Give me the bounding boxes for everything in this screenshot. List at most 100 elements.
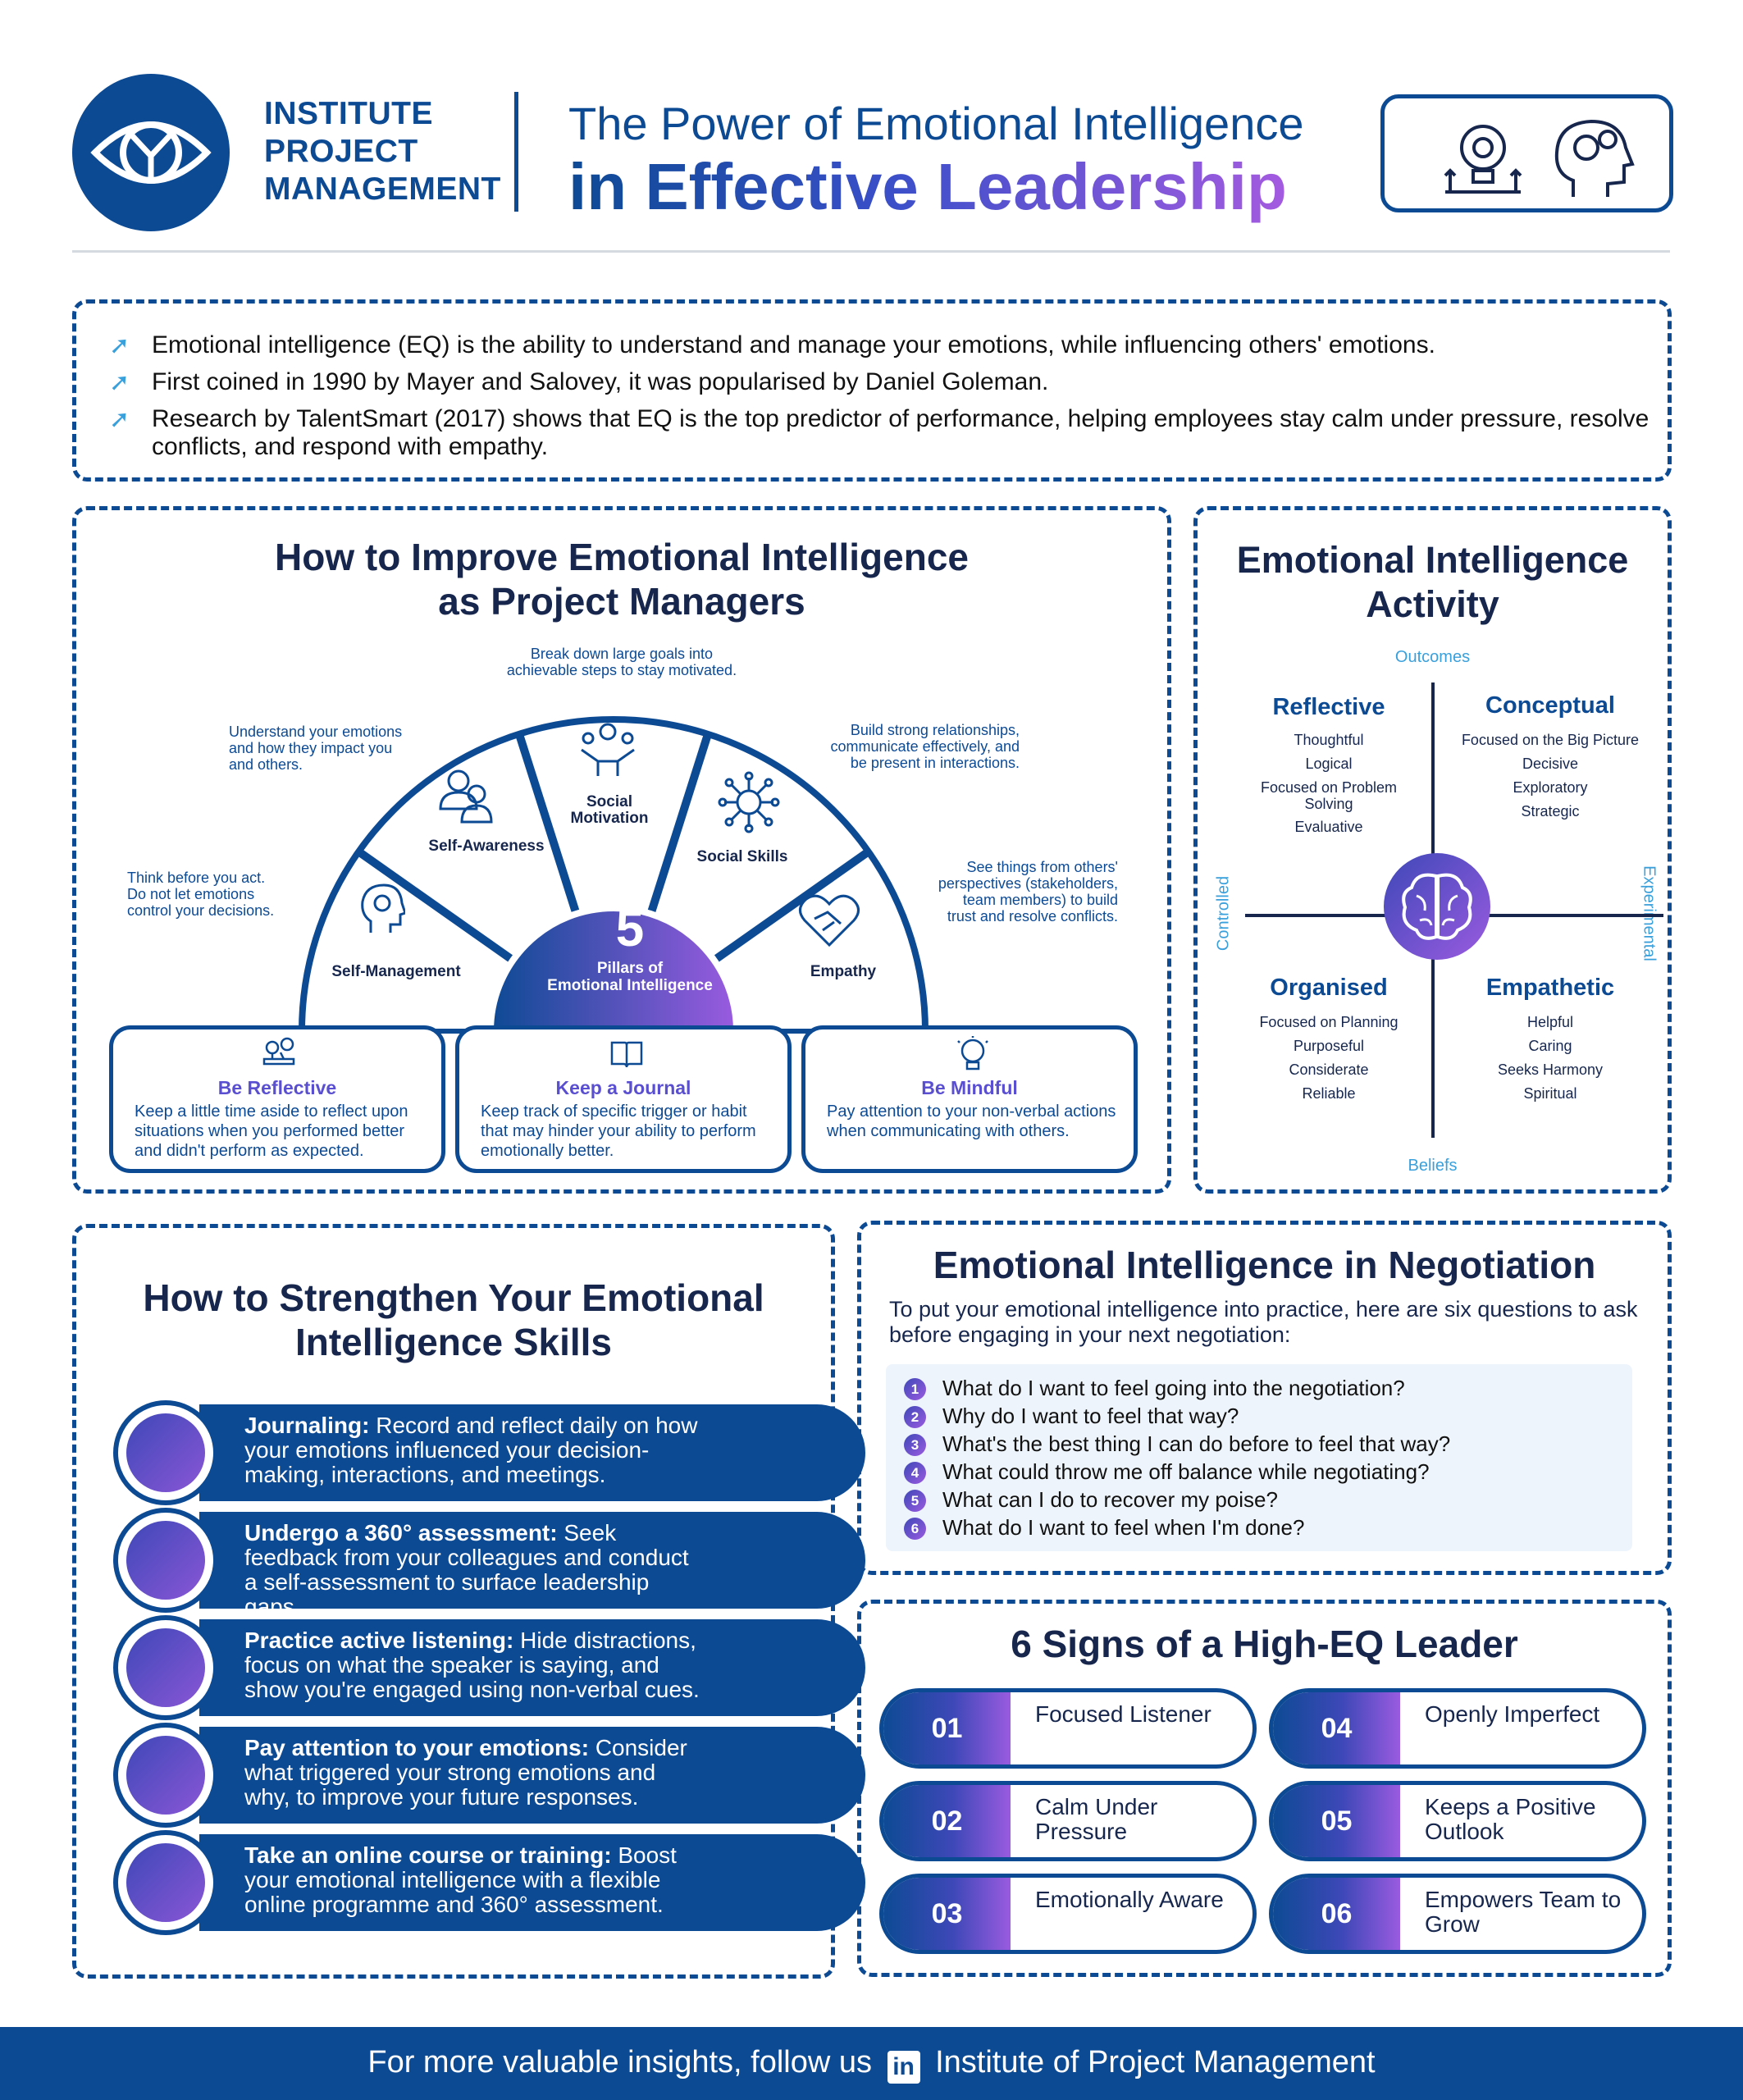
- note-social-skills: Build strong relationships, communicate …: [798, 722, 1020, 771]
- quadrant-list: Focused on Planning Purposeful Considera…: [1239, 1011, 1419, 1106]
- quadrant-title: Reflective: [1272, 694, 1385, 720]
- footer-link[interactable]: Institute of Project Management: [935, 2045, 1376, 2079]
- skill-emotions: [199, 1727, 865, 1824]
- skill-head: Practice active listening:: [244, 1628, 514, 1653]
- skill-head: Pay attention to your emotions:: [244, 1735, 590, 1760]
- tip-title: Be Reflective: [217, 1077, 337, 1098]
- header-divider: [514, 92, 518, 212]
- reflection-icon: [262, 1037, 295, 1066]
- negotiation-intro: To put your emotional intelligence into …: [889, 1297, 1638, 1347]
- skill-icon-frame: [113, 1723, 218, 1828]
- signs-section: 6 Signs of a High-EQ Leader: [857, 1600, 1672, 1977]
- arrow-icon: ➚: [109, 332, 130, 359]
- title-line: Intelligence Skills: [294, 1321, 613, 1363]
- note-line: Understand your emotions: [229, 724, 403, 740]
- note-line: Think before you act.: [127, 870, 266, 886]
- strengthen-title: How to Strengthen Your Emotional Intelli…: [76, 1276, 831, 1364]
- tip-desc: Keep track of specific trigger or habit …: [481, 1102, 756, 1160]
- skill-head: Take an online course or training:: [244, 1842, 612, 1868]
- quadrant-item: Caring: [1528, 1038, 1572, 1054]
- skill-journaling: [199, 1404, 865, 1501]
- note-line: Break down large goals into: [530, 646, 714, 662]
- skill-head: Journaling:: [244, 1413, 370, 1438]
- number-badge: 4: [904, 1462, 926, 1484]
- logo: [72, 74, 230, 231]
- sign-number: 03: [883, 1878, 1011, 1950]
- sign-number: 04: [1273, 1692, 1400, 1764]
- self-awareness-icon: [439, 769, 493, 824]
- note-line: communicate effectively, and: [830, 738, 1020, 755]
- sign-text: Calm Under Pressure: [1035, 1794, 1158, 1844]
- quadrant-item: Logical: [1305, 756, 1353, 772]
- number-badge: 1: [904, 1378, 926, 1400]
- number-badge: 2: [904, 1406, 926, 1428]
- pillars-label-line: Pillars of: [596, 960, 664, 977]
- improve-section: How to Improve Emotional Intelligence as…: [72, 506, 1171, 1194]
- skill-icon-frame: [113, 1830, 218, 1935]
- skill-text: Undergo a 360° assessment: Seek feedback…: [244, 1521, 704, 1619]
- strengthen-section: How to Strengthen Your Emotional Intelli…: [72, 1224, 865, 1979]
- quadrant-title: Organised: [1270, 975, 1388, 1001]
- logo-line: MANAGEMENT: [264, 171, 501, 207]
- pillar-empathy: Empathy: [810, 963, 877, 980]
- activity-section: Emotional Intelligence Activity Outcomes…: [1193, 506, 1672, 1194]
- social-network-icon: [718, 771, 780, 833]
- head-gear-icon: [361, 883, 405, 933]
- skill-active-listening: [199, 1619, 865, 1716]
- note-line: team members) to build: [962, 892, 1118, 908]
- tip-desc: Keep a little time aside to reflect upon…: [135, 1102, 408, 1160]
- skill-text: Take an online course or training: Boost…: [244, 1843, 704, 1917]
- note-line: Build strong relationships,: [850, 722, 1020, 738]
- note-line: control your decisions.: [127, 902, 275, 919]
- activity-title: Emotional Intelligence Activity: [1198, 538, 1668, 627]
- logo-line: INSTITUTE: [264, 96, 433, 131]
- lightbulb-gear-icon: [1444, 125, 1522, 194]
- note-line: See things from others': [966, 859, 1118, 875]
- pillar-self-management: Self-Management: [331, 963, 461, 980]
- skill-text: Journaling: Record and reflect daily on …: [244, 1413, 704, 1487]
- title-line: Activity: [1366, 583, 1499, 625]
- sign-number: 02: [883, 1785, 1011, 1857]
- question-row: 4 What could throw me off balance while n…: [904, 1459, 1430, 1484]
- quadrant-item: Decisive: [1522, 756, 1579, 772]
- quadrant-list: Thoughtful Logical Focused on Problem So…: [1247, 728, 1411, 839]
- skill-text: Practice active listening: Hide distract…: [244, 1628, 704, 1702]
- tip-card-journal: Keep a Journal Keep track of specific tr…: [455, 1025, 792, 1173]
- title-line: How to Strengthen Your Emotional: [143, 1276, 764, 1319]
- number-badge: 3: [904, 1434, 926, 1456]
- axis-bottom: Beliefs: [1408, 1157, 1458, 1175]
- logo-line: PROJECT: [264, 134, 418, 169]
- journal-icon: [610, 1041, 643, 1068]
- question-text: What could throw me off balance while ne…: [942, 1459, 1430, 1484]
- note-line: trust and resolve conflicts.: [947, 908, 1118, 924]
- title-line: How to Improve Emotional Intelligence: [275, 536, 969, 578]
- linkedin-icon[interactable]: in: [887, 2051, 920, 2084]
- note-line: and others.: [229, 756, 303, 773]
- pillars-label: Pillars of Emotional Intelligence: [519, 960, 741, 994]
- skill-icon-frame: [113, 1400, 218, 1505]
- signs-title: 6 Signs of a High-EQ Leader: [1011, 1623, 1518, 1665]
- pillars-diagram: [299, 716, 929, 1035]
- negotiation-title: Emotional Intelligence in Negotiation: [933, 1244, 1596, 1286]
- skill-icon-frame: [113, 1615, 218, 1720]
- intro-item: Emotional intelligence (EQ) is the abili…: [152, 331, 1435, 358]
- skill-body: Boost your emotional intelligence with a…: [244, 1842, 677, 1917]
- page-title-line1: The Power of Emotional Intelligence: [568, 98, 1304, 149]
- quadrant-item: Focused on Problem Solving: [1260, 779, 1398, 812]
- note-line: Do not let emotions: [127, 886, 255, 902]
- sign-text: Empowers Team to Grow: [1425, 1887, 1622, 1937]
- header-icons: [1380, 94, 1673, 212]
- note-line: and how they impact you: [229, 740, 393, 756]
- quadrant-item: Evaluative: [1294, 819, 1363, 835]
- number-badge: 5: [904, 1490, 926, 1512]
- sign-item: 02 Calm Under Pressure: [879, 1781, 1257, 1861]
- quadrant-item: Purposeful: [1293, 1038, 1365, 1054]
- quadrant-list: Helpful Caring Seeks Harmony Spiritual: [1452, 1011, 1649, 1106]
- sign-number: 05: [1273, 1785, 1400, 1857]
- page-title-line2: in Effective Leadership: [568, 150, 1287, 223]
- quadrant-item: Reliable: [1302, 1085, 1356, 1102]
- quadrant-item: Spiritual: [1523, 1085, 1577, 1102]
